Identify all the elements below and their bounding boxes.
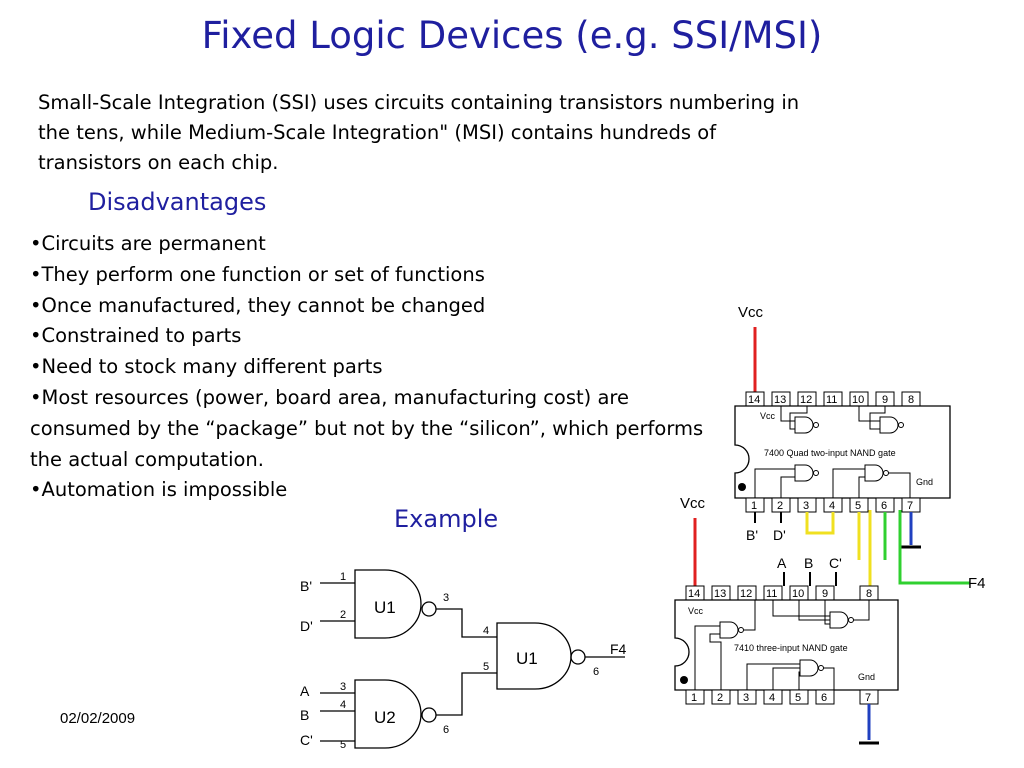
pin-number: 4 bbox=[829, 500, 835, 512]
pin-number: 9 bbox=[822, 588, 828, 600]
input-label: C' bbox=[300, 732, 313, 748]
chip-gnd-label: Gnd bbox=[916, 477, 933, 487]
pin-number: 8 bbox=[866, 588, 872, 600]
list-item: consumed by the “package” but not by the… bbox=[30, 416, 704, 440]
chip-vcc-label: Vcc bbox=[760, 411, 776, 421]
pin-number: 12 bbox=[740, 588, 752, 600]
gate-label: U2 bbox=[374, 708, 396, 727]
example-heading: Example bbox=[394, 505, 499, 533]
pin-number: 6 bbox=[881, 500, 887, 512]
input-label: B' bbox=[746, 527, 758, 543]
nand-gate-u2 bbox=[354, 679, 422, 749]
list-item: •Circuits are permanent bbox=[30, 232, 266, 255]
logic-gate-diagram: B' D' A B C' F4 1 2 3 4 5 3 4 5 6 6 U1 U… bbox=[300, 569, 627, 751]
pin-number: 7 bbox=[907, 500, 913, 512]
pin-number: 8 bbox=[908, 394, 914, 406]
pin-number: 5 bbox=[795, 692, 801, 704]
pin-number: 9 bbox=[882, 394, 888, 406]
output-wire bbox=[898, 510, 970, 585]
pin-number: 14 bbox=[748, 394, 760, 406]
output-label: F4 bbox=[610, 641, 627, 657]
pin-number: 2 bbox=[340, 609, 346, 621]
pin-number: 12 bbox=[800, 394, 812, 406]
chip-name: 7400 Quad two-input NAND gate bbox=[764, 448, 896, 458]
pin-number: 3 bbox=[443, 592, 449, 604]
pin-number: 5 bbox=[483, 661, 489, 673]
intro-line: transistors on each chip. bbox=[38, 151, 279, 174]
pin-number: 4 bbox=[483, 625, 489, 637]
nand-gate-u1-top bbox=[354, 569, 422, 639]
pin-number: 6 bbox=[443, 724, 449, 736]
chip-body bbox=[734, 405, 951, 499]
input-label: B' bbox=[300, 578, 312, 594]
input-label: A bbox=[300, 683, 310, 699]
pin-number: 5 bbox=[340, 739, 346, 751]
intro-line: Small-Scale Integration (SSI) uses circu… bbox=[38, 91, 800, 114]
pin-number: 1 bbox=[340, 571, 346, 583]
input-label: D' bbox=[300, 618, 313, 634]
disadvantages-list: •Circuits are permanent •They perform on… bbox=[30, 229, 850, 506]
input-label: D' bbox=[773, 527, 786, 543]
disadvantages-heading: Disadvantages bbox=[88, 188, 267, 216]
inversion-bubble bbox=[421, 707, 437, 723]
slide-date: 02/02/2009 bbox=[60, 710, 136, 727]
vcc-supply-label: Vcc bbox=[738, 304, 764, 321]
input-label: B bbox=[804, 555, 813, 571]
chip-gnd-label: Gnd bbox=[858, 672, 875, 682]
input-label: C' bbox=[829, 555, 842, 571]
pin-number: 6 bbox=[821, 692, 827, 704]
list-item: •Once manufactured, they cannot be chang… bbox=[30, 293, 486, 317]
slide-title: Fixed Logic Devices (e.g. SSI/MSI) bbox=[201, 14, 823, 57]
pin-number: 10 bbox=[792, 588, 804, 600]
intro-paragraph: Small-Scale Integration (SSI) uses circu… bbox=[38, 88, 998, 178]
pin-number: 3 bbox=[340, 681, 346, 693]
pin-number: 4 bbox=[340, 699, 346, 711]
input-label: B bbox=[300, 707, 309, 723]
gate-label: U1 bbox=[374, 598, 396, 617]
intro-line: the tens, while Medium-Scale Integration… bbox=[38, 121, 717, 144]
list-item: •They perform one function or set of fun… bbox=[30, 262, 485, 286]
pin-number: 13 bbox=[774, 394, 786, 406]
pin-number: 4 bbox=[769, 692, 775, 704]
pin-number: 7 bbox=[865, 692, 871, 704]
output-label: F4 bbox=[968, 575, 986, 592]
pin-number: 1 bbox=[691, 692, 697, 704]
pin-number: 11 bbox=[766, 588, 777, 600]
pin-number: 10 bbox=[852, 394, 864, 406]
pin-number: 6 bbox=[593, 666, 599, 678]
chip-vcc-label: Vcc bbox=[688, 606, 704, 616]
pin-number: 2 bbox=[717, 692, 723, 704]
pin-number: 2 bbox=[777, 500, 783, 512]
chip-7410-diagram: Vcc A B C' F4 14 13 12 11 10 9 8 Vcc 741… bbox=[674, 495, 986, 745]
list-item: the actual computation. bbox=[30, 447, 264, 471]
inversion-bubble bbox=[421, 601, 437, 617]
pin-number: 11 bbox=[826, 394, 837, 406]
pin-number: 1 bbox=[751, 500, 757, 512]
vcc-supply-label: Vcc bbox=[680, 495, 706, 512]
pin-number: 14 bbox=[688, 588, 700, 600]
inversion-bubble bbox=[570, 649, 586, 665]
list-item: •Need to stock many different parts bbox=[30, 355, 383, 379]
chip-7400-diagram: Vcc 14 13 12 11 10 9 8 Vcc 7400 Quad two… bbox=[734, 304, 951, 560]
list-item: •Automation is impossible bbox=[30, 478, 288, 502]
pin-number: 3 bbox=[743, 692, 749, 704]
pin-number: 13 bbox=[714, 588, 726, 600]
link-wire bbox=[805, 512, 835, 535]
gate-label: U1 bbox=[516, 649, 538, 668]
pin-number: 3 bbox=[803, 500, 809, 512]
pin1-dot bbox=[738, 483, 746, 491]
input-label: A bbox=[777, 555, 787, 571]
pin1-dot bbox=[680, 676, 688, 684]
list-item: •Constrained to parts bbox=[30, 324, 242, 348]
list-item: •Most resources (power, board area, manu… bbox=[30, 385, 629, 409]
pin-number: 5 bbox=[855, 500, 861, 512]
chip-name: 7410 three-input NAND gate bbox=[734, 643, 848, 653]
